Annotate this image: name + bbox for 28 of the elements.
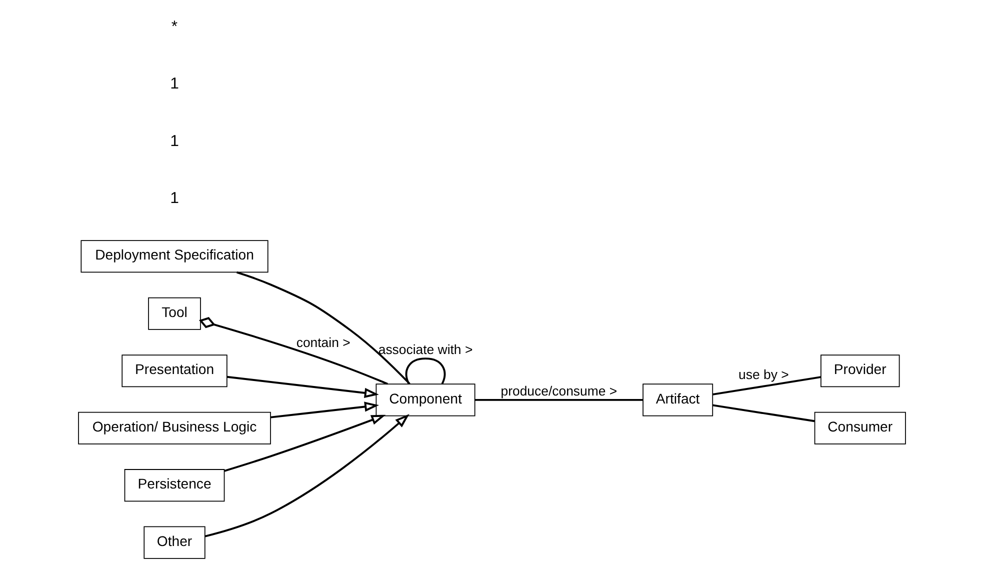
arrow bbox=[270, 402, 380, 418]
label: 1 bbox=[170, 76, 179, 93]
connector bbox=[712, 376, 821, 396]
edge-label: associate with > bbox=[378, 342, 473, 358]
connector bbox=[236, 271, 410, 385]
node-box: Consumer bbox=[814, 412, 906, 444]
node-box: Presentation bbox=[122, 354, 228, 388]
node-box: Operation/ Business Logic bbox=[78, 412, 271, 444]
connector bbox=[198, 317, 388, 385]
label: 1 bbox=[170, 190, 179, 208]
connector bbox=[475, 398, 643, 401]
node-box: Component bbox=[376, 384, 476, 416]
arrow bbox=[204, 414, 410, 538]
node-box: Artifact bbox=[642, 384, 714, 416]
node-box: Deployment Specification bbox=[80, 240, 268, 273]
edge-label: contain > bbox=[296, 335, 350, 350]
connector bbox=[405, 358, 446, 384]
edge-label: use by > bbox=[738, 366, 789, 382]
arrow bbox=[226, 376, 379, 398]
arrow bbox=[224, 414, 386, 472]
node-box: Tool bbox=[148, 297, 201, 330]
label: 1 bbox=[170, 132, 179, 150]
label: * bbox=[171, 18, 178, 36]
node-box: Other bbox=[144, 526, 206, 559]
node-box: Provider bbox=[820, 354, 900, 388]
edge-label: produce/consume > bbox=[500, 384, 618, 399]
connector bbox=[712, 404, 815, 422]
node-box: Persistence bbox=[124, 469, 225, 502]
